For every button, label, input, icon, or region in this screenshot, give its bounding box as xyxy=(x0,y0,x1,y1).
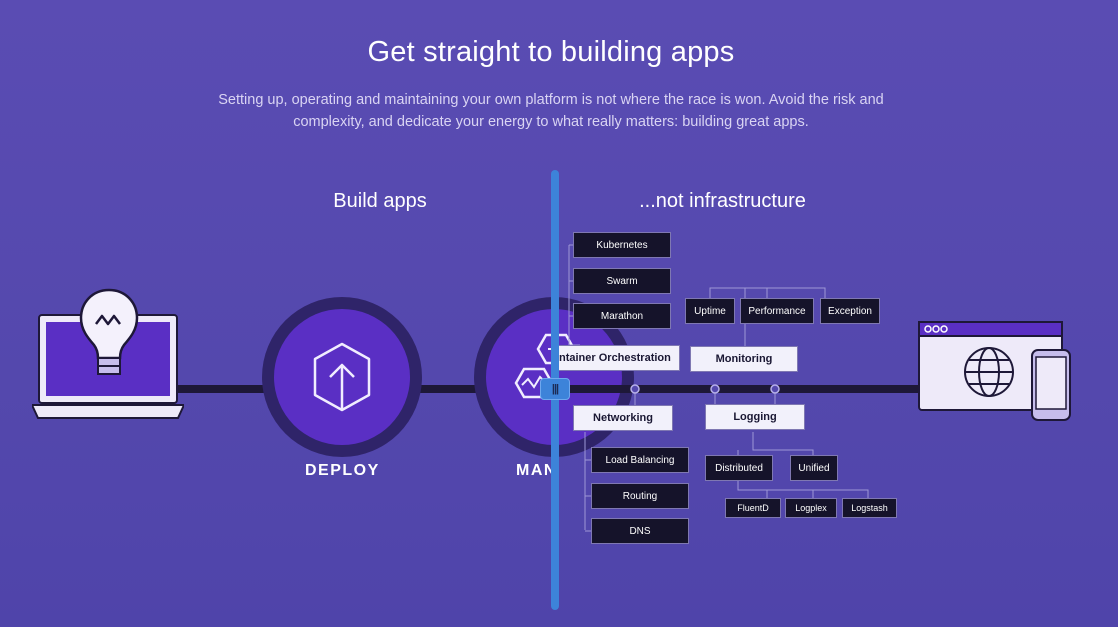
logplex-box: Logplex xyxy=(785,498,837,518)
monitoring-box: Monitoring xyxy=(690,346,798,372)
browser-mobile-icon xyxy=(918,321,1071,421)
page-title: Get straight to building apps xyxy=(367,36,735,68)
marathon-box: Marathon xyxy=(573,303,671,329)
manage-label: MAN xyxy=(516,462,557,479)
container-orchestration-box: ntainer Orchestration xyxy=(555,345,680,371)
load-balancing-box: Load Balancing xyxy=(591,447,689,473)
build-apps-title: Build apps xyxy=(333,190,427,212)
dns-box: DNS xyxy=(591,518,689,544)
tree-connectors xyxy=(555,244,920,532)
deploy-label: DEPLOY xyxy=(305,462,380,479)
kubernetes-box: Kubernetes xyxy=(573,232,671,258)
unified-box: Unified xyxy=(790,455,838,481)
distributed-box: Distributed xyxy=(705,455,773,481)
logging-box: Logging xyxy=(705,404,805,430)
infrastructure-panel: Kubernetes Swarm Marathon ntainer Orches… xyxy=(555,170,1118,610)
logstash-box: Logstash xyxy=(842,498,897,518)
fluentd-box: FluentD xyxy=(725,498,781,518)
exception-box: Exception xyxy=(820,298,880,324)
uptime-box: Uptime xyxy=(685,298,735,324)
page-subtitle: Setting up, operating and maintaining yo… xyxy=(218,92,884,130)
deploy-step xyxy=(262,297,422,457)
performance-box: Performance xyxy=(740,298,814,324)
networking-box: Networking xyxy=(573,405,673,431)
comparison-slider-handle[interactable]: ||| xyxy=(540,378,570,400)
swarm-box: Swarm xyxy=(573,268,671,294)
routing-box: Routing xyxy=(591,483,689,509)
deploy-upload-icon xyxy=(313,342,371,412)
lightbulb-icon xyxy=(79,288,139,375)
not-infrastructure-title: ...not infrastructure xyxy=(639,190,806,212)
